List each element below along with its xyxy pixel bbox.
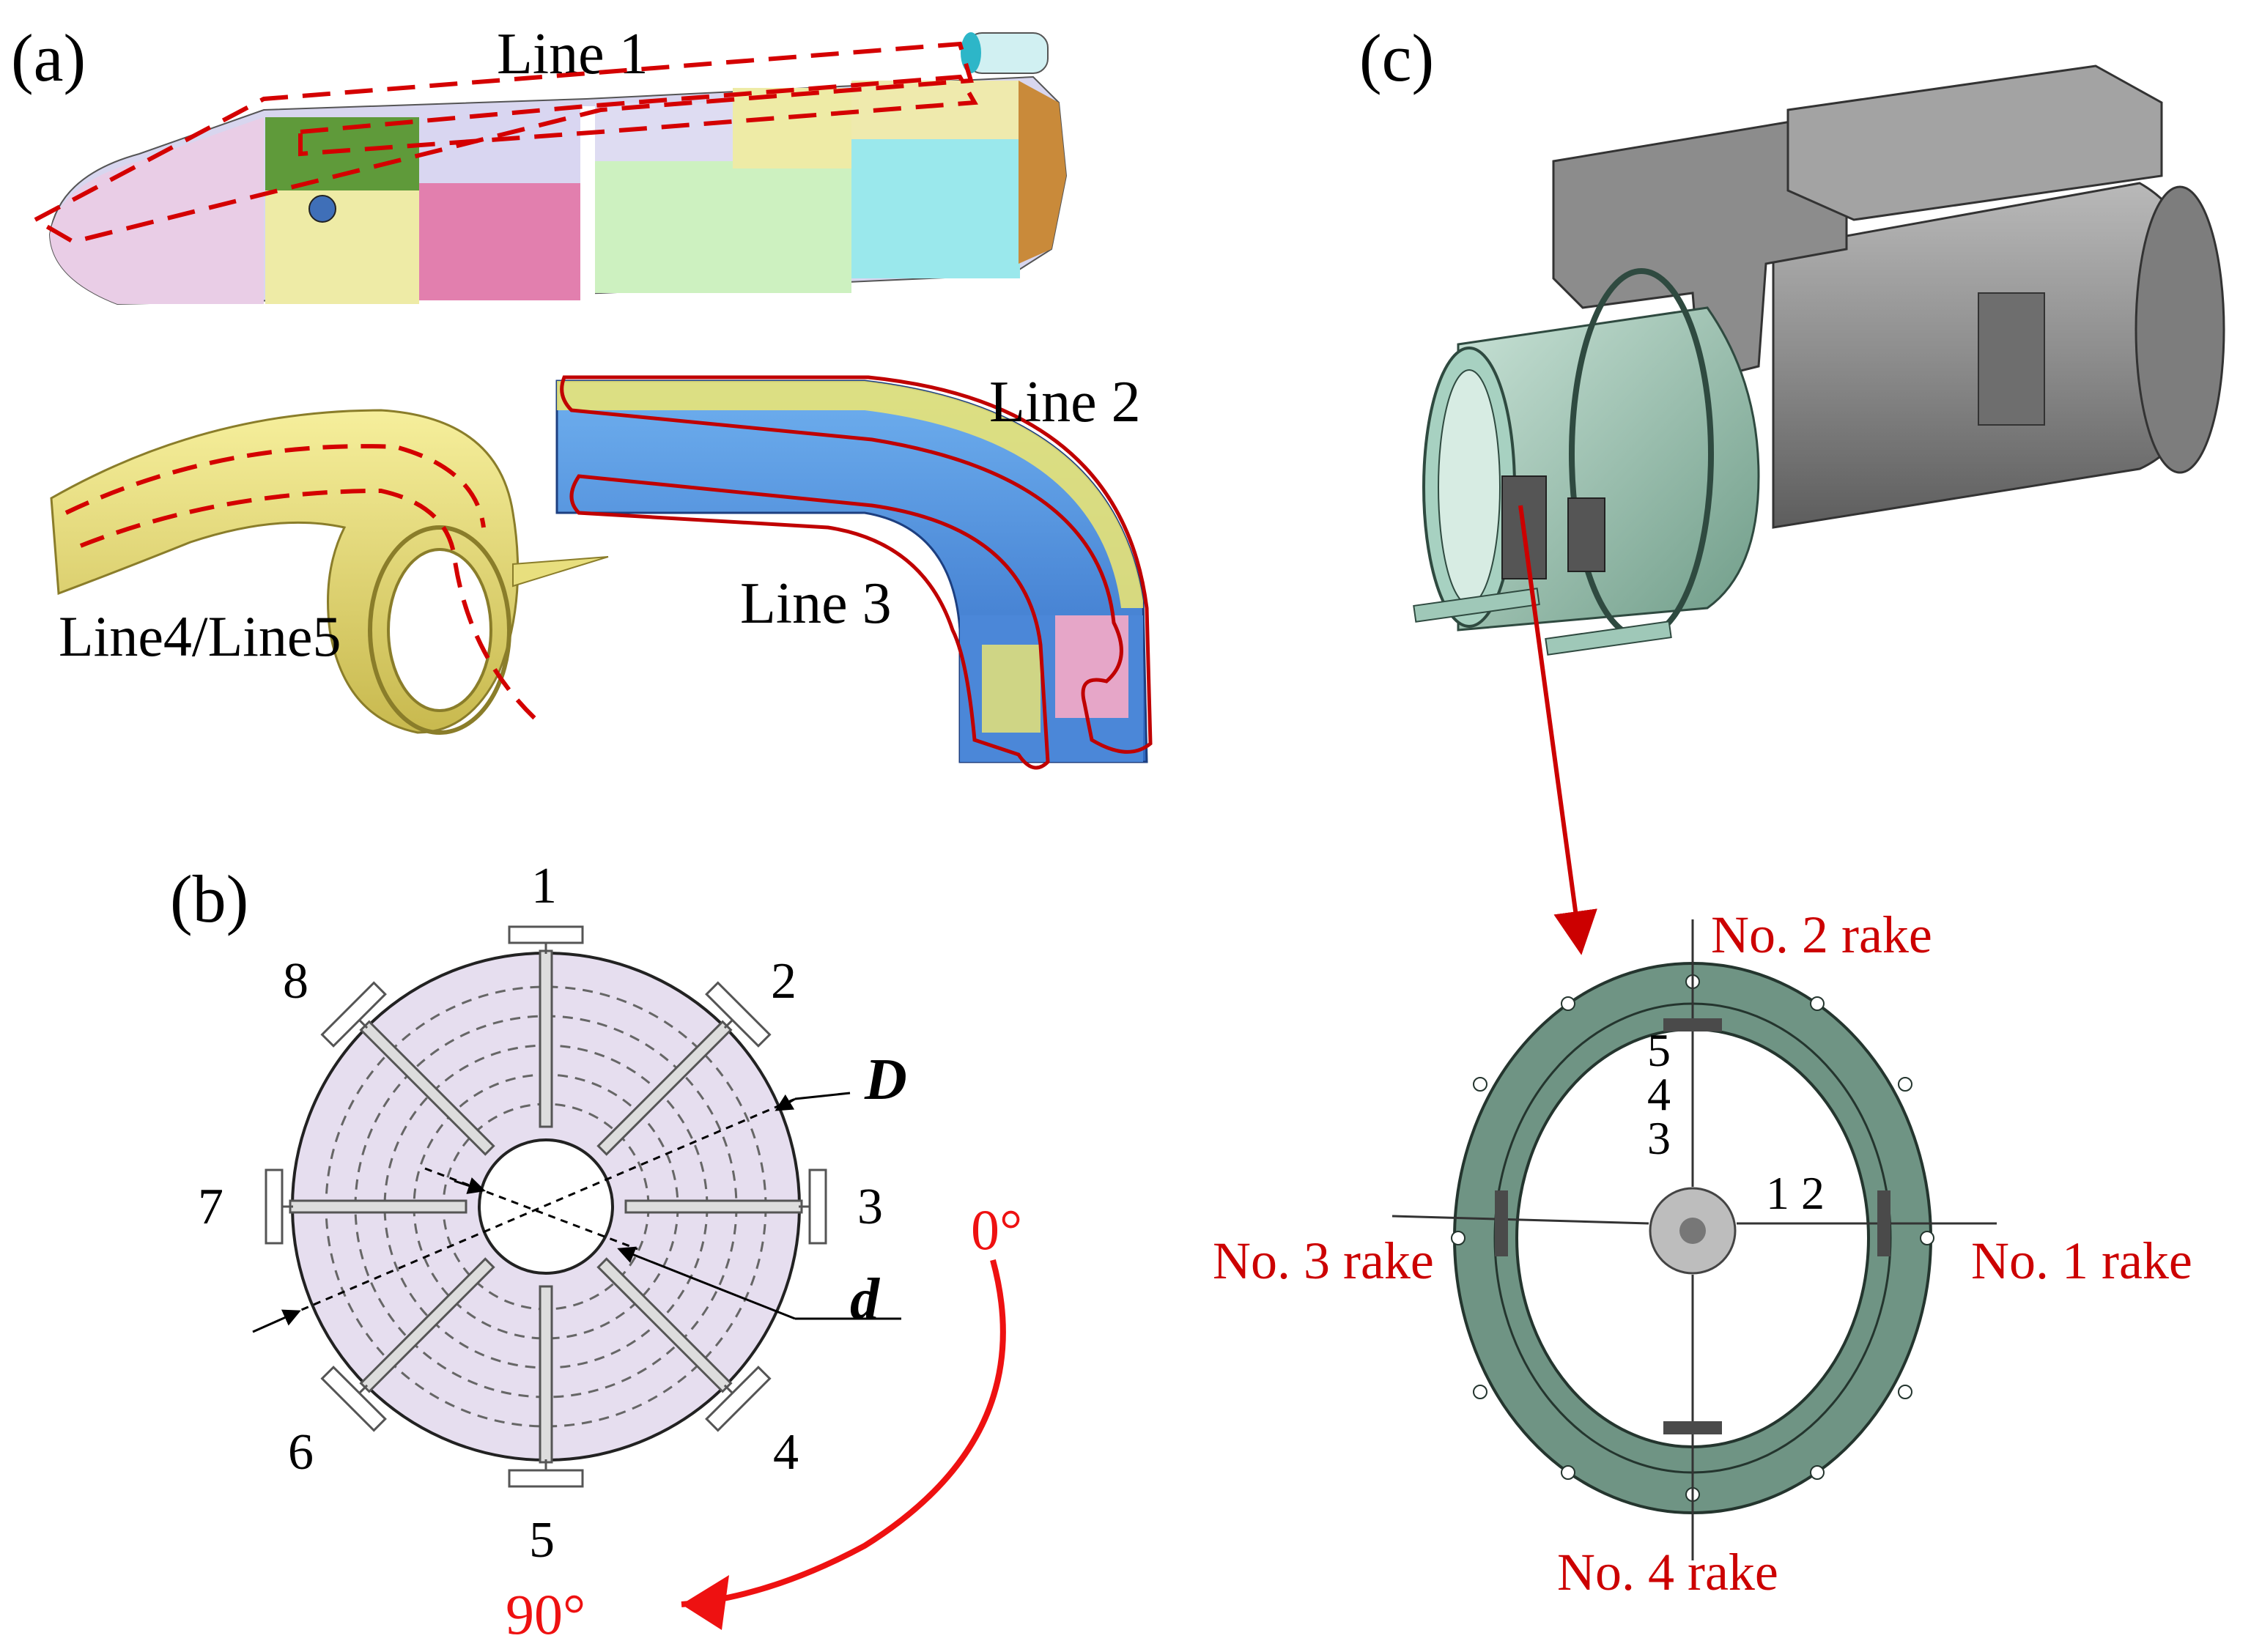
rake-disk-diagram: D d 1 2 3 4 5 6 7 8 (198, 858, 907, 1568)
dim-outer-label: D (864, 1048, 907, 1112)
angle-direction-arrow: 0° 90° (506, 1198, 1022, 1646)
rake-label-1: No. 1 rake (1971, 1231, 2192, 1290)
panel-c: (c) (1213, 21, 2225, 1601)
probe-number-2: 2 (771, 953, 796, 1010)
rake-probes (265, 925, 827, 1488)
panel-b-label: (b) (170, 862, 248, 936)
probe-number-4: 4 (773, 1424, 799, 1481)
panel-c-label: (c) (1359, 21, 1434, 95)
zoom-arrow (1518, 505, 1597, 955)
probe-number-7: 7 (198, 1179, 223, 1235)
line45-label: Line4/Line5 (59, 604, 341, 668)
inner-hole (478, 1138, 614, 1275)
panel-b: (b) (170, 858, 1022, 1646)
rake-label-2: No. 2 rake (1711, 905, 1932, 964)
ring-probe-4: 4 (1647, 1068, 1671, 1120)
duct-model-line4-5 (50, 409, 609, 735)
line3-label: Line 3 (740, 571, 892, 636)
probe-number-3: 3 (857, 1179, 883, 1235)
panel-a-label: (a) (11, 21, 86, 95)
probe-number-6: 6 (288, 1424, 314, 1481)
angle-end-label: 90° (506, 1582, 585, 1646)
line2-line3-outlines (560, 375, 1153, 770)
test-rig-assembly (1413, 64, 2225, 656)
dimension-lines (252, 1092, 901, 1333)
rake-ring (1391, 919, 1997, 1560)
dim-inner-label: d (850, 1267, 880, 1332)
probe-number-1: 1 (531, 858, 557, 914)
line1-dashed-path (30, 41, 978, 245)
rake-label-4: No. 4 rake (1557, 1543, 1778, 1601)
probe-number-8: 8 (283, 953, 308, 1010)
ring-probe-5: 5 (1647, 1024, 1671, 1076)
probe-number-5: 5 (529, 1512, 555, 1568)
angle-start-label: 0° (971, 1198, 1022, 1262)
rake-label-3: No. 3 rake (1213, 1231, 1434, 1290)
ring-probe-3: 3 (1647, 1112, 1671, 1164)
line2-label: Line 2 (989, 370, 1141, 434)
panel-a: (a) Line 1 (11, 21, 1153, 770)
fuselage-model (48, 32, 1068, 305)
ring-probe-1-2: 1 2 (1766, 1167, 1825, 1219)
